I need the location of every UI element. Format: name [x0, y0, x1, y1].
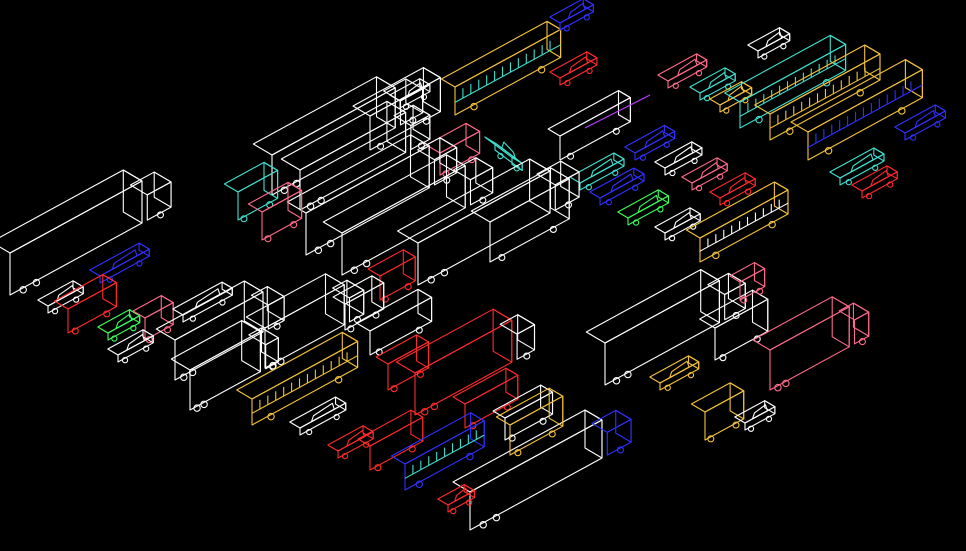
- sedan[interactable]: [89, 242, 150, 284]
- box-truck[interactable]: [492, 384, 554, 442]
- box-truck[interactable]: [355, 288, 433, 356]
- bus[interactable]: [754, 44, 881, 141]
- sedan[interactable]: [549, 0, 594, 32]
- tow-truck[interactable]: [729, 262, 766, 304]
- semi-truck-trailer[interactable]: [397, 158, 580, 286]
- semi-truck-trailer[interactable]: [286, 134, 458, 256]
- box-truck[interactable]: [352, 67, 441, 151]
- box-truck[interactable]: [247, 181, 303, 243]
- van[interactable]: [709, 81, 753, 114]
- sedan[interactable]: [709, 172, 756, 207]
- sedan[interactable]: [617, 189, 670, 226]
- pickup-truck[interactable]: [894, 104, 947, 141]
- semi-truck-trailer[interactable]: [170, 320, 279, 412]
- sedan[interactable]: [654, 141, 703, 177]
- box-truck[interactable]: [375, 334, 430, 393]
- semi-truck-trailer[interactable]: [245, 273, 365, 370]
- sedan[interactable]: [569, 152, 625, 191]
- box-truck[interactable]: [470, 167, 570, 263]
- semi-truck-trailer[interactable]: [452, 409, 632, 531]
- police-car[interactable]: [172, 281, 233, 323]
- sedan[interactable]: [747, 27, 791, 60]
- box-truck[interactable]: [332, 275, 385, 333]
- bus[interactable]: [440, 20, 562, 116]
- van[interactable]: [53, 274, 117, 335]
- sedan[interactable]: [654, 207, 701, 242]
- tow-truck[interactable]: [690, 382, 745, 443]
- semi-truck-trailer[interactable]: [395, 308, 536, 416]
- tow-truck[interactable]: [107, 329, 154, 364]
- pickup-truck[interactable]: [549, 51, 598, 87]
- sedan[interactable]: [589, 167, 645, 206]
- box-truck[interactable]: [357, 409, 424, 472]
- sedan[interactable]: [437, 484, 475, 515]
- tow-truck[interactable]: [289, 396, 347, 436]
- semi-truck-trailer[interactable]: [0, 169, 172, 296]
- sedan[interactable]: [851, 165, 898, 200]
- sedan[interactable]: [681, 157, 728, 192]
- semi-truck-trailer[interactable]: [752, 296, 870, 392]
- sedan[interactable]: [829, 147, 885, 186]
- bus[interactable]: [685, 181, 789, 263]
- sedan[interactable]: [624, 124, 676, 161]
- sedan[interactable]: [37, 280, 84, 315]
- box-truck[interactable]: [699, 289, 769, 362]
- sedan[interactable]: [649, 355, 700, 391]
- sedan[interactable]: [734, 400, 776, 432]
- sedan[interactable]: [327, 425, 374, 460]
- box-truck[interactable]: [452, 367, 519, 430]
- van[interactable]: [657, 53, 708, 89]
- bus[interactable]: [790, 59, 923, 161]
- sedan[interactable]: [97, 309, 141, 342]
- box-truck[interactable]: [495, 387, 564, 457]
- pickup-truck[interactable]: [367, 249, 416, 303]
- police-car[interactable]: [389, 78, 431, 110]
- semi-truck-trailer[interactable]: [322, 154, 494, 276]
- semi-truck-trailer[interactable]: [585, 269, 746, 386]
- bus[interactable]: [390, 412, 485, 491]
- box-truck[interactable]: [547, 90, 631, 161]
- semi-truck-trailer[interactable]: [252, 76, 424, 196]
- bus[interactable]: [236, 331, 359, 426]
- bus[interactable]: [724, 34, 847, 129]
